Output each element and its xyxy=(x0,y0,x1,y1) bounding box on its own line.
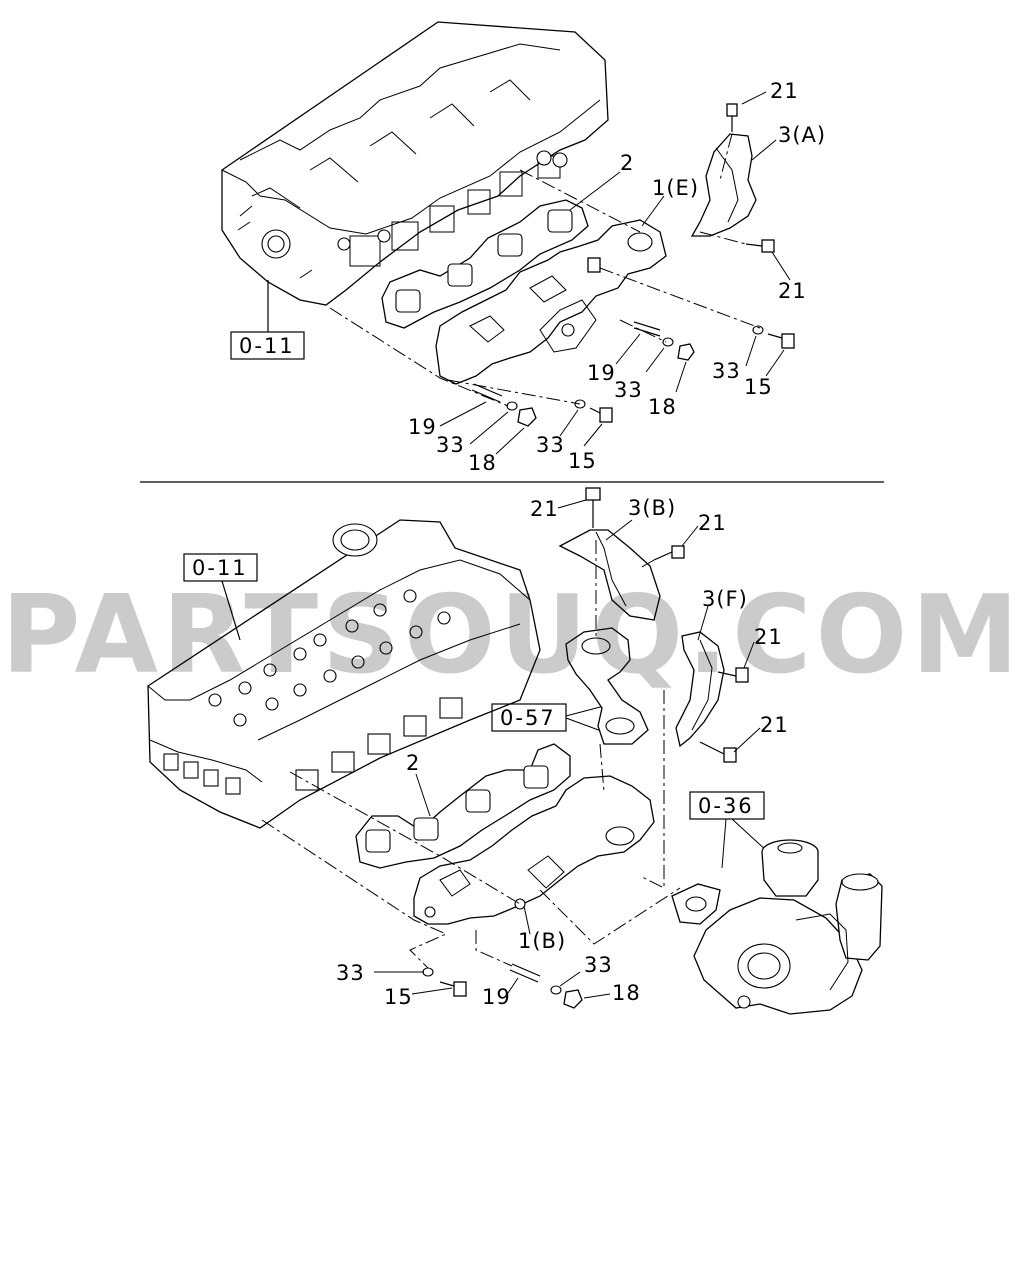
turbocharger xyxy=(693,839,883,1015)
top-exhaust-manifold-1e xyxy=(435,219,667,385)
bottom-ref-box-text: 0-11 xyxy=(192,556,248,580)
top-label-19-left: 19 xyxy=(408,415,437,439)
top-label-33-mid: 33 xyxy=(536,433,565,457)
bottom-label-15: 15 xyxy=(384,985,413,1009)
top-gasket-2 xyxy=(381,199,589,329)
bottom-label-3f: 3(F) xyxy=(702,587,748,611)
top-washer-33-left xyxy=(506,401,518,411)
top-label-15-far: 15 xyxy=(744,375,773,399)
bottom-label-21-c: 21 xyxy=(754,625,783,649)
bottom-label-33-right: 33 xyxy=(584,953,613,977)
top-label-21-a: 21 xyxy=(770,79,799,103)
bottom-label-21-top: 21 xyxy=(530,497,559,521)
top-leaders xyxy=(439,91,791,455)
top-label-33-far: 33 xyxy=(712,359,741,383)
top-ref-box-text: 0-11 xyxy=(239,334,295,358)
watermark: PARTSOUQ.COM xyxy=(1,573,1023,698)
bottom-washer-33-left xyxy=(422,967,434,977)
turbo-ref-box-0-36[interactable]: 0-36 xyxy=(689,791,765,820)
top-label-19-right: 19 xyxy=(587,361,616,385)
bottom-leaders xyxy=(374,499,761,999)
bottom-label-21-d: 21 xyxy=(760,713,789,737)
top-bolt-21-a xyxy=(726,103,738,132)
top-ref-box-0-11[interactable]: 0-11 xyxy=(230,331,305,360)
top-cylinder-head xyxy=(221,21,609,306)
top-label-3a: 3(A) xyxy=(778,123,826,147)
bottom-bolt-15 xyxy=(439,981,467,997)
bottom-cylinder-head xyxy=(147,519,541,829)
top-nut-18-right xyxy=(677,343,695,361)
top-label-2: 2 xyxy=(620,151,634,175)
bottom-centerlines xyxy=(261,540,681,969)
turbo-ref-leader xyxy=(721,818,769,869)
top-bolt-21-b xyxy=(745,239,775,253)
bottom-gasket-2 xyxy=(355,743,571,869)
bottom-label-2: 2 xyxy=(406,751,420,775)
top-stud-19-right xyxy=(633,321,661,337)
bottom-label-3b: 3(B) xyxy=(628,496,676,520)
top-bolt-15-far xyxy=(767,333,795,349)
bottom-washer-33-right xyxy=(550,985,562,995)
bottom-ref-leader xyxy=(221,580,241,641)
bottom-label-1b: 1(B) xyxy=(518,929,566,953)
bottom-heat-shield-3b xyxy=(558,529,661,621)
turbo-ref-box-text: 0-36 xyxy=(698,794,754,818)
top-label-33-left: 33 xyxy=(436,433,465,457)
outlet-ref-leader xyxy=(565,705,605,733)
top-heat-shield-3a xyxy=(690,133,757,237)
bottom-bolt-21-c xyxy=(717,667,749,683)
top-washer-33-right xyxy=(662,337,674,347)
outlet-pipe xyxy=(565,627,649,745)
top-label-18-right: 18 xyxy=(648,395,677,419)
bottom-label-21-b: 21 xyxy=(698,511,727,535)
top-washer-33-far xyxy=(752,325,764,335)
bottom-label-33-left: 33 xyxy=(336,961,365,985)
top-label-33-right: 33 xyxy=(614,378,643,402)
bottom-ref-box-0-11[interactable]: 0-11 xyxy=(183,553,258,582)
top-label-18-left: 18 xyxy=(468,451,497,475)
outlet-ref-box-text: 0-57 xyxy=(500,706,556,730)
turbo-gasket-port xyxy=(685,896,707,912)
bottom-label-18: 18 xyxy=(612,981,641,1005)
top-centerlines xyxy=(329,133,761,407)
bottom-bolt-21-top xyxy=(585,487,601,528)
bottom-label-19: 19 xyxy=(482,985,511,1009)
bottom-nut-18 xyxy=(563,989,583,1009)
top-label-1e: 1(E) xyxy=(652,176,699,200)
outlet-ref-box-0-57[interactable]: 0-57 xyxy=(491,703,567,732)
bottom-heat-shield-3f xyxy=(675,631,725,748)
bottom-bolt-21-d xyxy=(699,741,737,763)
bottom-exhaust-manifold-1b xyxy=(413,775,655,925)
top-bolt-15-mid xyxy=(589,407,613,423)
bottom-stud-19 xyxy=(509,963,541,983)
top-label-15-mid: 15 xyxy=(568,449,597,473)
bottom-bolt-21-b xyxy=(653,545,685,561)
top-label-21-b: 21 xyxy=(778,279,807,303)
top-nut-18-left xyxy=(517,407,537,427)
